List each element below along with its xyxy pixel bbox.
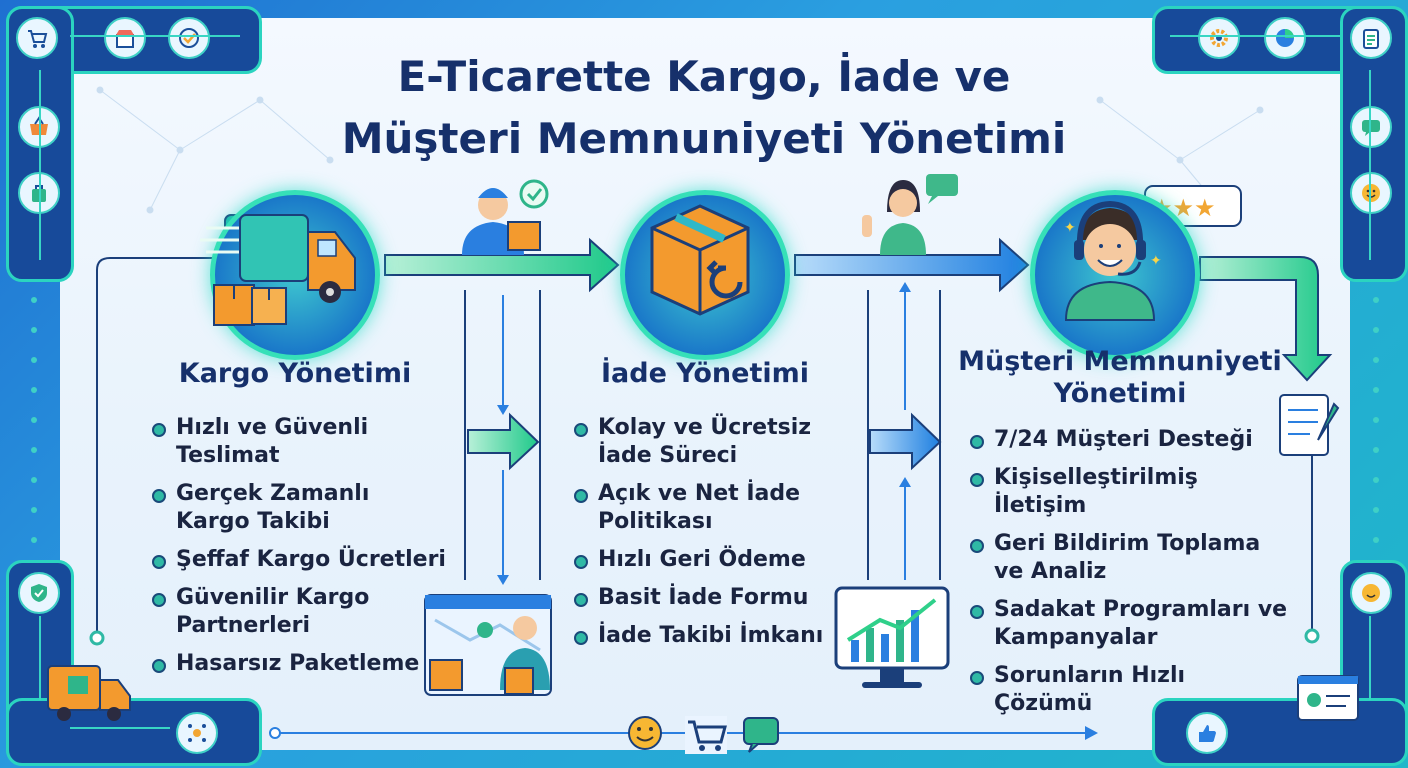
bullet-icon — [970, 539, 984, 553]
bullet-icon — [152, 489, 166, 503]
bullet-icon — [574, 555, 588, 569]
clipboard-icon — [1350, 17, 1392, 59]
shield-check-icon — [18, 572, 60, 614]
smile-face-icon — [628, 716, 662, 750]
list-item: Şeffaf Kargo Ücretleri — [150, 546, 450, 574]
list-item: İade Takibi İmkanı — [572, 622, 842, 650]
store-icon — [104, 17, 146, 59]
profile-card-icon — [1297, 675, 1359, 721]
delivery-person-icon — [462, 179, 549, 255]
list-item: Sorunların Hızlı Çözümü — [968, 662, 1288, 718]
page-title: E-Ticarette Kargo, İade ve Müşteri Memnu… — [220, 46, 1188, 170]
bullet-icon — [574, 423, 588, 437]
bullet-icon — [152, 593, 166, 607]
title-line-1: E-Ticarette Kargo, İade ve — [397, 52, 1011, 101]
list-item: 7/24 Müşteri Desteği — [968, 426, 1288, 454]
smiley-badge-icon — [1350, 572, 1392, 614]
bullet-icon — [970, 473, 984, 487]
bullet-icon — [574, 631, 588, 645]
bullet-icon — [152, 555, 166, 569]
customer-woman-icon — [862, 174, 958, 255]
arrow-return-to-satisfaction — [794, 237, 1030, 293]
document-pen-icon — [1279, 394, 1340, 456]
bullet-icon — [152, 423, 166, 437]
thumbs-up-icon — [1186, 712, 1228, 754]
return-circle — [620, 190, 790, 360]
list-item: Hasarsız Paketleme — [150, 650, 450, 678]
arrow-mid-left — [467, 412, 540, 471]
list-item: Hızlı Geri Ödeme — [572, 546, 842, 574]
bullet-icon — [970, 435, 984, 449]
satisfaction-section-title: Müşteri Memnuniyeti Yönetimi — [958, 346, 1282, 409]
satisfaction-circle — [1030, 190, 1200, 360]
arrow-cargo-to-return — [384, 237, 620, 293]
cargo-section-title: Kargo Yönetimi — [178, 358, 412, 389]
gear-icon — [1198, 17, 1240, 59]
check-badge-icon — [168, 17, 210, 59]
list-item: Basit İade Formu — [572, 584, 842, 612]
title-line-2: Müşteri Memnuniyeti Yönetimi — [341, 114, 1067, 163]
content-panel — [60, 18, 1350, 750]
delivery-van-icon — [47, 665, 131, 721]
cargo-circle — [210, 190, 380, 360]
cart-icon — [16, 17, 58, 59]
bullet-icon — [970, 605, 984, 619]
analytics-monitor-icon — [834, 586, 950, 688]
arrow-satisfaction-down — [1199, 256, 1333, 382]
bullet-icon — [970, 671, 984, 685]
bullet-icon — [574, 489, 588, 503]
arrow-mid-right — [869, 412, 942, 471]
satisfaction-feature-list: 7/24 Müşteri Desteği Kişiselleştirilmiş … — [968, 426, 1288, 728]
message-bubble-icon — [743, 717, 779, 753]
network-background — [96, 86, 1264, 224]
left-loop-line — [96, 257, 220, 638]
pie-chart-icon — [1264, 17, 1306, 59]
shopping-cart-icon — [685, 716, 727, 754]
list-item: Kişiselleştirilmiş İletişim — [968, 464, 1288, 520]
tracking-map-panel — [424, 594, 552, 696]
bullet-icon — [152, 659, 166, 673]
bullet-icon — [574, 593, 588, 607]
network-icon — [176, 712, 218, 754]
return-section-title: İade Yönetimi — [600, 358, 809, 389]
